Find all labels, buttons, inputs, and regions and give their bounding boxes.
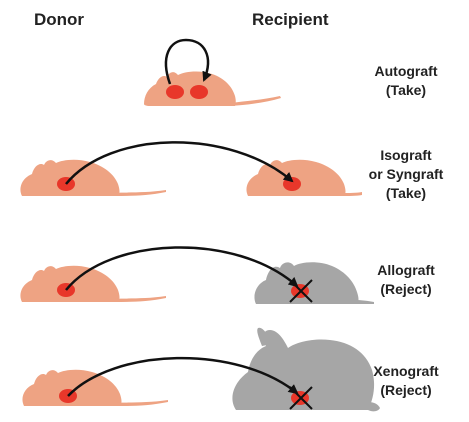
autograft-mouse — [144, 71, 281, 106]
isograft-recipient-spot — [283, 177, 301, 191]
autograft-recipient-spot — [190, 85, 208, 99]
allograft-donor-mouse — [20, 266, 166, 302]
isograft-donor-mouse — [20, 160, 166, 196]
isograft-recipient-mouse — [246, 160, 362, 196]
autograft-donor-spot — [166, 85, 184, 99]
